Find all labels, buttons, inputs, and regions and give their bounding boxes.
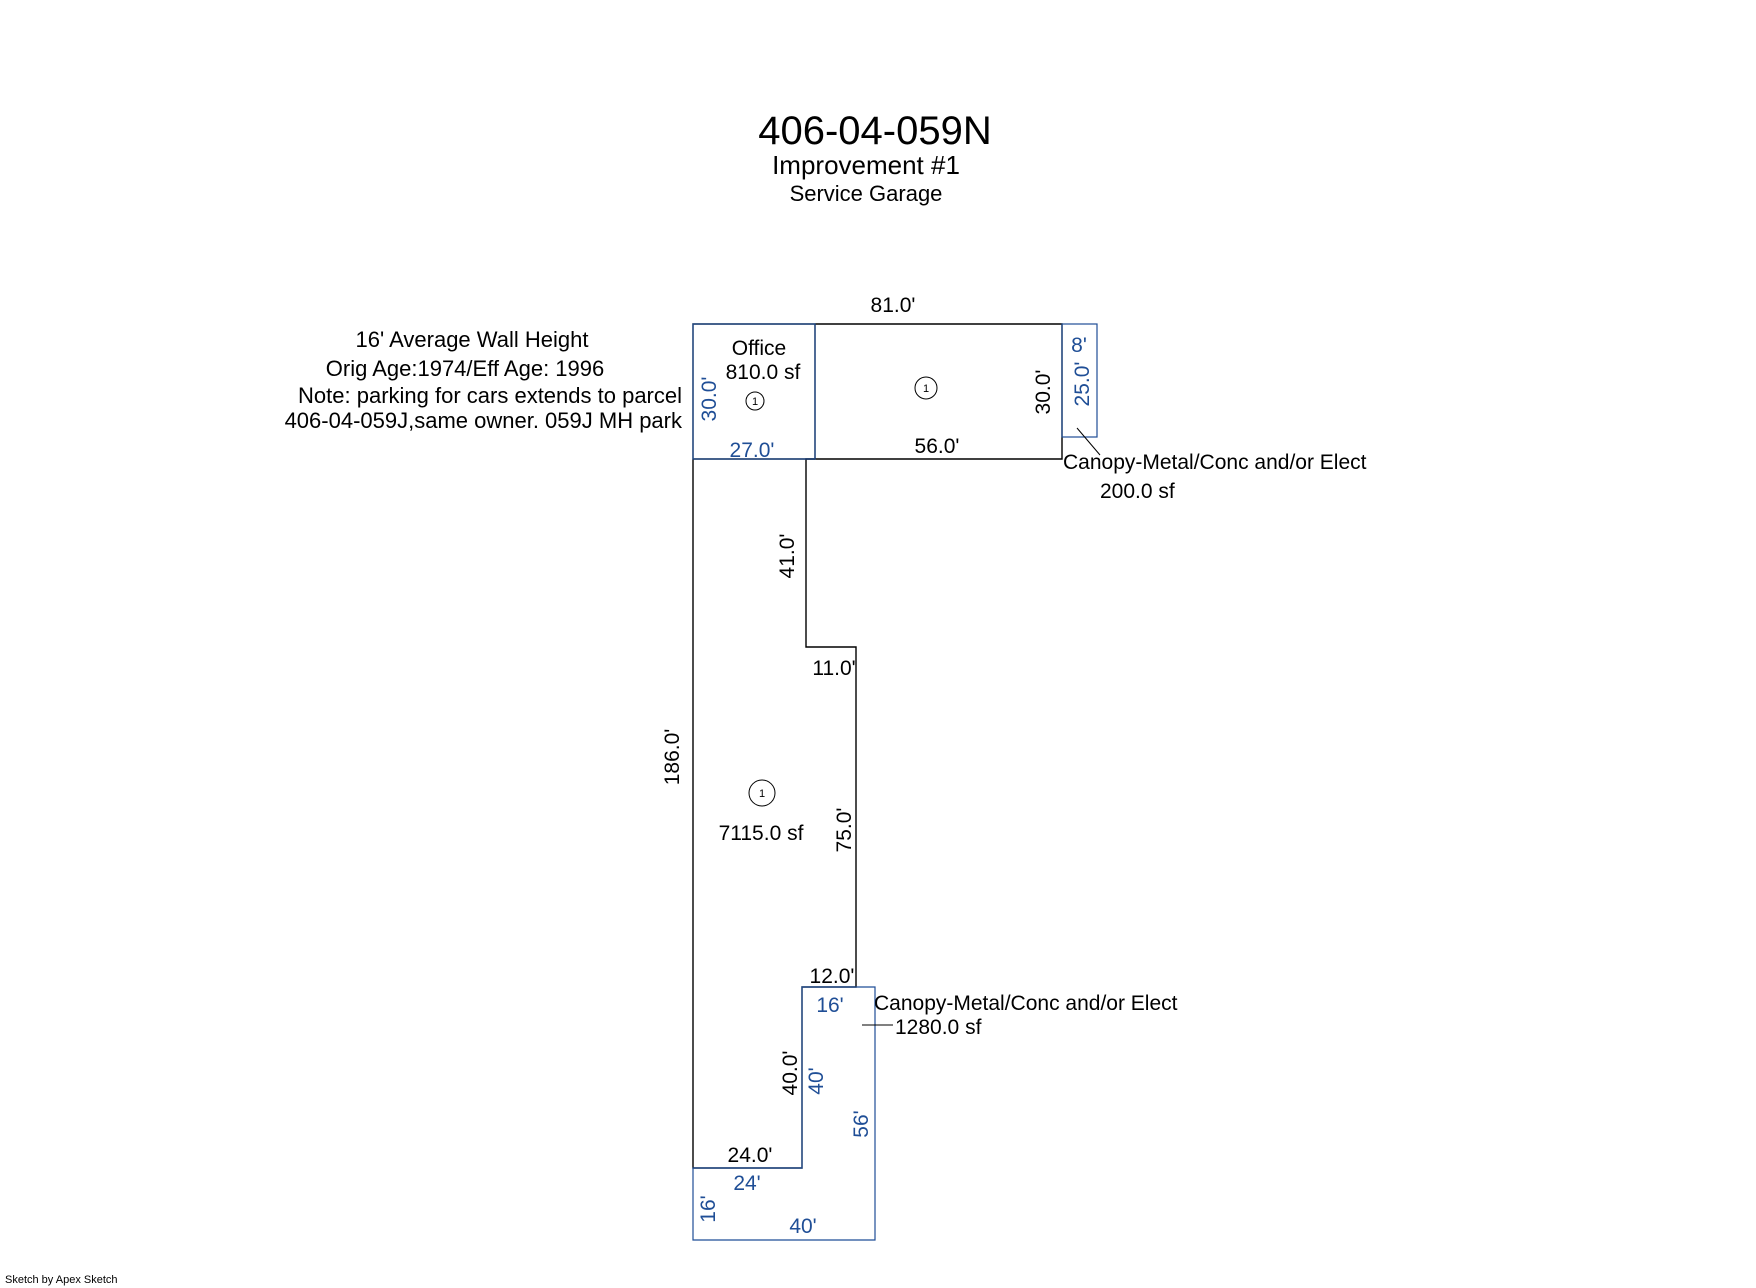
canopy-top-leader xyxy=(1076,427,1101,456)
improvement-title: Improvement #1 xyxy=(772,150,960,180)
dim-step: 11.0' xyxy=(812,657,855,680)
use-type: Service Garage xyxy=(790,181,943,206)
office-name: Office xyxy=(732,337,786,360)
canopy-top-height-dim: 25.0' xyxy=(1071,362,1094,407)
canopy-top-width-dim: 8' xyxy=(1071,334,1087,357)
dim-top: 81.0' xyxy=(871,294,916,317)
canopy-bottom-right-dim: 56' xyxy=(850,1110,873,1137)
canopy-bottom-area: 1280.0 sf xyxy=(895,1016,982,1039)
office-area: 810.0 sf xyxy=(726,361,801,384)
canopy-bottom-top-dim: 16' xyxy=(816,994,843,1017)
note-wall-height: 16' Average Wall Height xyxy=(356,327,589,352)
svg-text:1: 1 xyxy=(923,383,929,395)
office-outline xyxy=(692,323,816,460)
dim-bottom: 24.0' xyxy=(728,1144,773,1167)
dim-inner-vertical: 41.0' xyxy=(776,534,799,579)
canopy-top-label: Canopy-Metal/Conc and/or Elect xyxy=(1063,451,1367,474)
parcel-id: 406-04-059N xyxy=(758,109,992,153)
main-area: 7115.0 sf xyxy=(719,822,804,845)
dim-bottom-top: 56.0' xyxy=(915,435,960,458)
canopy-bottom-step-dim: 24' xyxy=(733,1172,760,1195)
office-height-dim: 30.0' xyxy=(698,377,721,422)
canopy-bottom-outline xyxy=(692,986,876,1241)
dim-lower-step: 12.0' xyxy=(810,965,855,988)
main-marker: 1 xyxy=(748,779,776,807)
canopy-top-outline xyxy=(1061,323,1098,438)
canopy-bottom-inner-dim: 40' xyxy=(805,1067,828,1094)
canopy-bottom-left-dim: 16' xyxy=(697,1195,720,1222)
canopy-bottom-label: Canopy-Metal/Conc and/or Elect xyxy=(874,992,1178,1015)
office-marker: 1 xyxy=(745,391,765,411)
note-parking-1: Note: parking for cars extends to parcel xyxy=(298,383,682,408)
office-width-dim: 27.0' xyxy=(730,439,775,462)
dim-inner-lower: 40.0' xyxy=(779,1051,802,1096)
canopy-top-area: 200.0 sf xyxy=(1100,480,1175,503)
canopy-bottom-bottom-dim: 40' xyxy=(789,1215,816,1238)
dim-left: 186.0' xyxy=(661,729,684,786)
note-age: Orig Age:1974/Eff Age: 1996 xyxy=(326,356,604,381)
dim-right-lower: 75.0' xyxy=(833,808,856,853)
middle-marker: 1 xyxy=(914,376,938,400)
svg-text:1: 1 xyxy=(752,396,758,408)
dim-right-top: 30.0' xyxy=(1032,370,1055,415)
sketch-credit: Sketch by Apex Sketch xyxy=(5,1274,118,1286)
note-parking-2: 406-04-059J,same owner. 059J MH park xyxy=(285,408,683,433)
svg-text:1: 1 xyxy=(759,788,765,800)
